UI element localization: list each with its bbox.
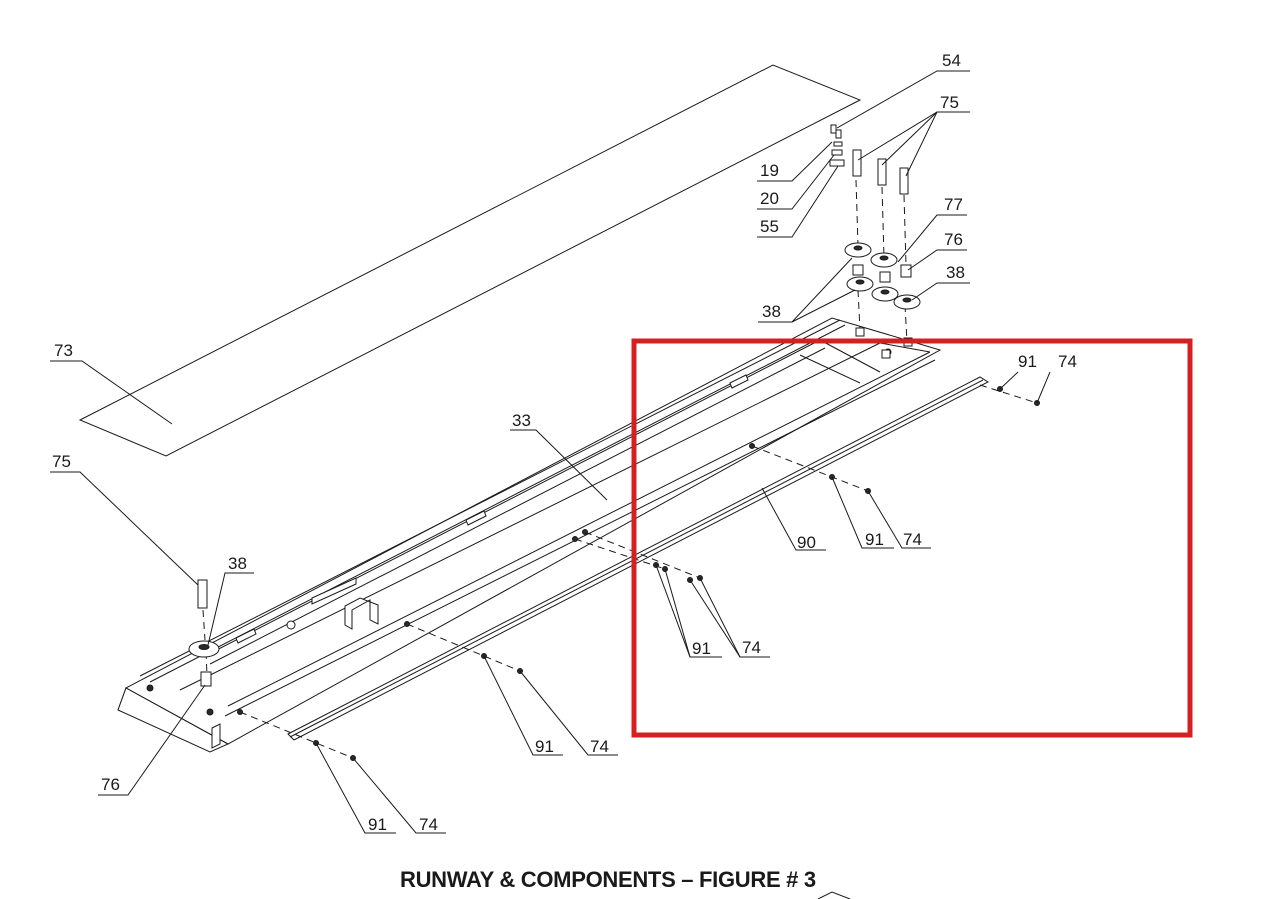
callout-91-d: 91 [535, 737, 554, 756]
callout-73: 73 [54, 341, 73, 360]
callout-74-b: 74 [903, 530, 922, 549]
callout-38-right: 38 [946, 263, 965, 282]
callout-75-top: 75 [940, 93, 959, 112]
pulley-assembly-left [188, 579, 220, 687]
highlight-box [631, 338, 1193, 738]
callout-74-c: 74 [742, 638, 761, 657]
assembly-lines [202, 179, 1038, 759]
leader-lines [50, 70, 1051, 834]
callout-33: 33 [512, 411, 531, 430]
callout-labels: 54 75 19 20 55 77 76 38 38 73 91 74 33 7… [52, 51, 1077, 834]
callout-55: 55 [760, 217, 779, 236]
callout-74-e: 74 [419, 815, 438, 834]
callout-75-left: 75 [52, 452, 71, 471]
pulley-assembly-right [829, 124, 921, 359]
callout-74-d: 74 [590, 737, 609, 756]
callout-91-e: 91 [368, 815, 387, 834]
runway-frame-part-33 [117, 317, 942, 753]
callout-77: 77 [944, 195, 963, 214]
cover-sheet-part-73 [78, 64, 862, 457]
callout-91-a: 91 [1018, 352, 1037, 371]
clipped-fragment [817, 891, 851, 899]
callout-76-top: 76 [944, 230, 963, 249]
callout-54: 54 [942, 51, 961, 70]
callout-38-left: 38 [762, 302, 781, 321]
callout-90: 90 [797, 533, 816, 552]
callout-38-bottom: 38 [228, 554, 247, 573]
callout-20: 20 [760, 189, 779, 208]
callout-91-c: 91 [692, 639, 711, 658]
callout-76-bottom: 76 [101, 775, 120, 794]
figure-caption: RUNWAY & COMPONENTS – FIGURE # 3 [400, 867, 816, 892]
callout-91-b: 91 [865, 530, 884, 549]
callout-19: 19 [760, 161, 779, 180]
callout-74-a: 74 [1058, 352, 1077, 371]
